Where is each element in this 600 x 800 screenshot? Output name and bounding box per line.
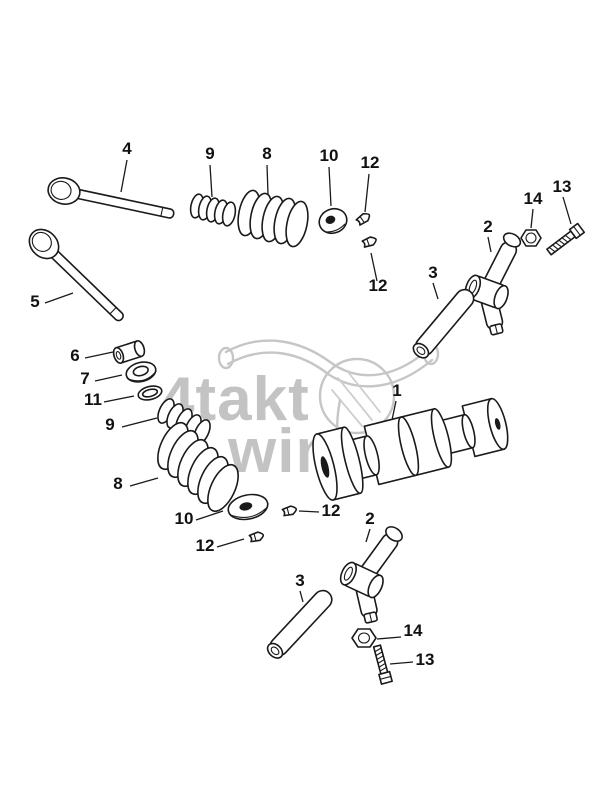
- part-label: 7: [80, 369, 89, 388]
- rocker-boss-bottom: [339, 561, 384, 599]
- valve-spring-outer-top: [237, 189, 309, 248]
- rocker-shaft-bottom: [266, 589, 333, 659]
- part-label: 2: [365, 509, 374, 528]
- part-label: 9: [205, 144, 214, 163]
- parts: [28, 177, 586, 685]
- adjusting-screw-bottom: [372, 644, 393, 685]
- spring-seat-bottom: [227, 493, 269, 521]
- part-label: 3: [295, 571, 304, 590]
- part-label: 12: [361, 153, 380, 172]
- rocker-shaft-top: [412, 288, 475, 359]
- locknut-top: [520, 229, 542, 247]
- watermark-left-grip: [217, 346, 235, 370]
- part-label: 14: [524, 189, 543, 208]
- part-label: 13: [416, 650, 435, 669]
- valve-top: [47, 177, 175, 219]
- part-label: 14: [404, 621, 423, 640]
- valve-cotter-top-a: [355, 212, 371, 226]
- rocker-arm-bottom: [339, 526, 403, 624]
- part-label: 12: [369, 276, 388, 295]
- camshaft: [312, 397, 509, 501]
- part-label: 12: [196, 536, 215, 555]
- valve-spring-inner-top: [189, 193, 237, 227]
- valve-cotter-bottom-b: [248, 531, 265, 543]
- part-label: 11: [84, 390, 102, 409]
- valve-left: [28, 228, 124, 322]
- rocker-arm-top: [464, 232, 522, 336]
- callout-labels: 4 9 8 10 12 13 14 2 3 12 5 6 7 11 9 1 8 …: [30, 139, 571, 669]
- valve-spring-outer-bottom: [157, 421, 239, 513]
- part-label: 13: [553, 177, 572, 196]
- part-label: 5: [30, 292, 39, 311]
- part-label: 3: [428, 263, 437, 282]
- part-label: 12: [322, 501, 341, 520]
- part-label: 10: [320, 146, 339, 165]
- watermark-headlight: [318, 357, 396, 435]
- adjusting-screw-top: [546, 222, 586, 256]
- part-label: 8: [113, 474, 122, 493]
- leader-lines: [44, 159, 572, 665]
- part-label: 2: [483, 217, 492, 236]
- spring-retainer-top: [318, 207, 348, 235]
- valve-cotter-top-b: [361, 236, 377, 248]
- part-label: 10: [175, 509, 194, 528]
- part-label: 8: [262, 144, 271, 163]
- part-label: 1: [392, 381, 401, 400]
- washer: [137, 385, 163, 401]
- spring-retainer-left: [125, 361, 157, 383]
- valve-cotter-bottom-a: [281, 505, 298, 517]
- part-label: 4: [122, 139, 132, 158]
- part-label: 9: [105, 415, 114, 434]
- locknut-bottom: [351, 628, 377, 648]
- part-label: 6: [70, 346, 79, 365]
- valve-stem-cap: [112, 340, 146, 364]
